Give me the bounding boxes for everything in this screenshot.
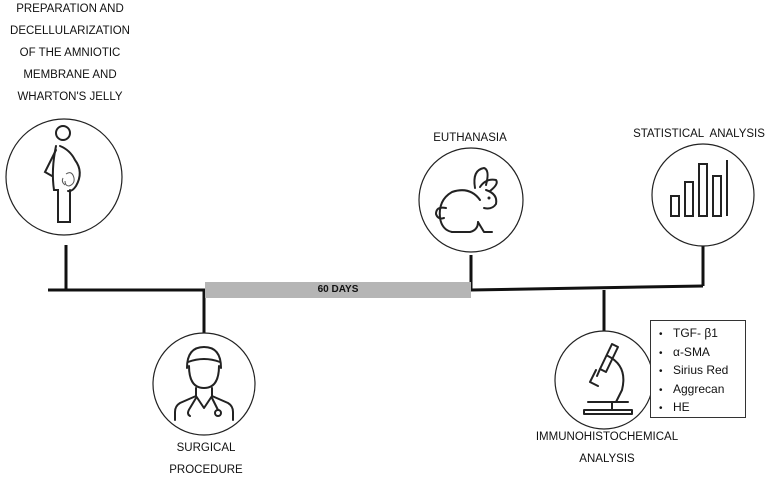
immuno-label: IMMUNOHISTOCHEMICAL ANALYSIS	[527, 426, 687, 470]
period-bar	[205, 282, 471, 298]
surgeon-icon	[152, 332, 256, 436]
surgical-line: SURGICAL	[176, 442, 236, 454]
timeline	[48, 245, 705, 333]
markers-list: TGF- β1 α-SMA Sirius Red Aggrecan HE	[659, 325, 745, 418]
statistical-label: STATISTICAL ANALYSIS	[624, 123, 774, 145]
pregnant-woman-icon	[5, 118, 123, 236]
preparation-line: PREPARATION AND	[16, 3, 124, 15]
markers-box: TGF- β1 α-SMA Sirius Red Aggrecan HE	[650, 320, 746, 418]
preparation-line: DECELLULARIZATION	[10, 25, 130, 37]
marker-item: Aggrecan	[659, 381, 745, 400]
microscope-icon	[554, 330, 654, 430]
euthanasia-label: EUTHANASIA	[410, 127, 530, 149]
immuno-line: IMMUNOHISTOCHEMICAL	[535, 431, 679, 443]
rabbit-icon	[418, 147, 524, 253]
preparation-label: PREPARATION AND DECELLULARIZATION OF THE…	[0, 0, 140, 108]
euthanasia-line: EUTHANASIA	[433, 132, 507, 144]
bar-chart-icon	[651, 143, 755, 247]
marker-item: HE	[659, 399, 745, 418]
surgical-label: SURGICAL PROCEDURE	[146, 437, 266, 481]
surgical-line: PROCEDURE	[169, 464, 243, 476]
marker-item: Sirius Red	[659, 362, 745, 381]
period-label: 60 DAYS	[317, 284, 359, 295]
marker-item: TGF- β1	[659, 325, 745, 344]
immuno-line: ANALYSIS	[579, 453, 635, 465]
preparation-line: WHARTON'S JELLY	[17, 91, 123, 103]
marker-item: α-SMA	[659, 344, 745, 363]
preparation-line: MEMBRANE AND	[23, 69, 117, 81]
preparation-line: OF THE AMNIOTIC	[19, 47, 121, 59]
statistical-line: STATISTICAL ANALYSIS	[633, 128, 765, 140]
